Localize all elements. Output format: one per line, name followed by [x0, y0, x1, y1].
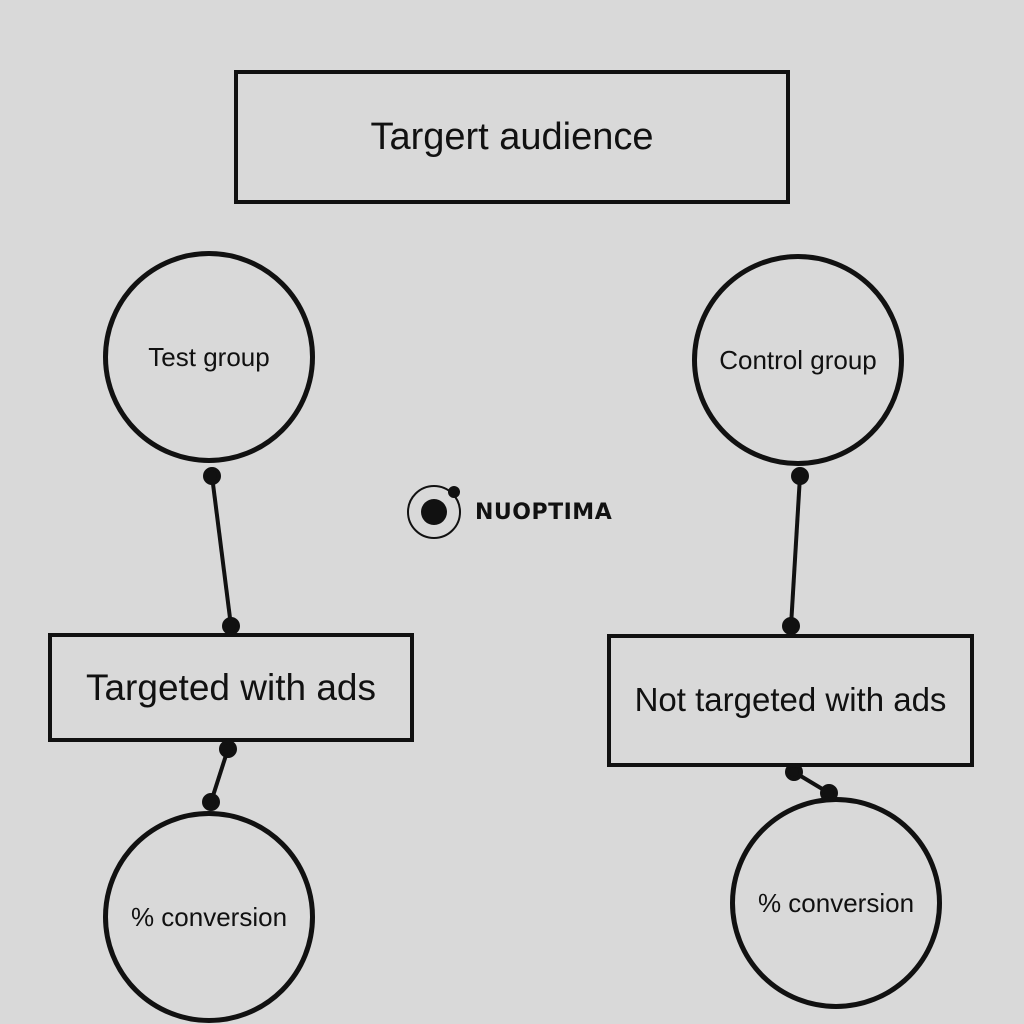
not-targeted-with-ads-label: Not targeted with ads — [634, 681, 947, 719]
targeted-with-ads-label: Targeted with ads — [85, 666, 376, 708]
test-group-label: Test group — [148, 341, 270, 372]
conversion-label-right: % conversion — [757, 887, 915, 918]
control-group-label: Control group — [719, 344, 877, 375]
conversion-node-left: % conversion — [103, 811, 315, 1023]
not-targeted-with-ads-box: Not targeted with ads — [607, 634, 974, 767]
nuoptima-logo: NUOPTIMA — [405, 483, 612, 541]
connector-control-to-not-targeted — [782, 467, 809, 635]
connector-targeted-to-conversion — [202, 740, 237, 811]
target-audience-label: Targert audience — [370, 115, 654, 158]
targeted-with-ads-box: Targeted with ads — [48, 633, 414, 742]
connector-test-to-targeted — [203, 467, 240, 635]
control-group-node: Control group — [692, 254, 904, 466]
test-group-node: Test group — [103, 251, 315, 463]
logo-text: NUOPTIMA — [475, 499, 613, 525]
target-audience-box: Targert audience — [234, 70, 790, 204]
connector-not-targeted-to-conversion — [785, 763, 838, 802]
nuoptima-logo-icon — [407, 485, 461, 539]
conversion-label-left: % conversion — [130, 901, 288, 932]
conversion-node-right: % conversion — [730, 797, 942, 1009]
